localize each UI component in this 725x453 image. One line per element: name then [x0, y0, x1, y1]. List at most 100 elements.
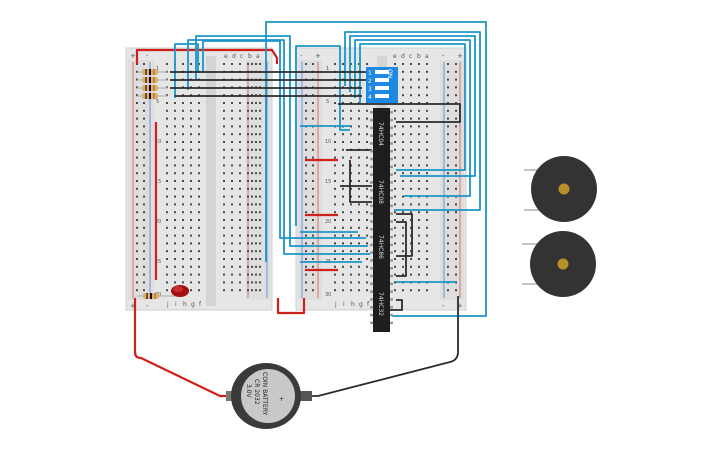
breadboard-hole[interactable] [312, 211, 314, 214]
breadboard-hole[interactable] [182, 250, 184, 253]
breadboard-hole[interactable] [447, 219, 449, 221]
breadboard-hole[interactable] [255, 148, 257, 151]
breadboard-hole[interactable] [143, 226, 145, 229]
breadboard-hole[interactable] [426, 226, 428, 229]
breadboard-hole[interactable] [342, 203, 344, 206]
breadboard-hole[interactable] [247, 281, 249, 284]
breadboard-hole[interactable] [410, 148, 412, 151]
breadboard-hole[interactable] [239, 141, 241, 143]
breadboard-hole[interactable] [251, 133, 253, 136]
breadboard-hole[interactable] [182, 156, 184, 159]
breadboard-hole[interactable] [426, 156, 428, 159]
breadboard-hole[interactable] [198, 187, 200, 190]
breadboard-hole[interactable] [239, 258, 241, 260]
breadboard-hole[interactable] [342, 156, 344, 159]
breadboard-hole[interactable] [447, 273, 449, 276]
breadboard-hole[interactable] [223, 265, 225, 268]
breadboard-hole[interactable] [334, 148, 336, 151]
breadboard-hole[interactable] [402, 125, 404, 128]
breadboard-hole[interactable] [247, 250, 249, 253]
breadboard-hole[interactable] [174, 109, 176, 112]
breadboard-hole[interactable] [174, 258, 176, 260]
breadboard-hole[interactable] [174, 195, 176, 198]
breadboard-hole[interactable] [136, 250, 138, 253]
breadboard-hole[interactable] [418, 203, 420, 206]
dip-toggle-2[interactable] [375, 78, 389, 82]
breadboard-hole[interactable] [418, 133, 420, 136]
breadboard-hole[interactable] [426, 141, 428, 143]
breadboard-hole[interactable] [239, 234, 241, 237]
breadboard-hole[interactable] [358, 219, 360, 221]
breadboard-hole[interactable] [342, 211, 344, 214]
breadboard-hole[interactable] [402, 226, 404, 229]
breadboard-hole[interactable] [410, 180, 412, 182]
breadboard-hole[interactable] [402, 289, 404, 292]
breadboard-hole[interactable] [447, 234, 449, 237]
breadboard-hole[interactable] [251, 203, 253, 206]
breadboard-hole[interactable] [410, 102, 412, 104]
breadboard-hole[interactable] [239, 187, 241, 190]
breadboard-hole[interactable] [366, 211, 368, 214]
breadboard-hole[interactable] [259, 226, 261, 229]
breadboard-hole[interactable] [305, 172, 307, 175]
breadboard-hole[interactable] [174, 250, 176, 253]
breadboard-hole[interactable] [366, 289, 368, 292]
breadboard-hole[interactable] [366, 219, 368, 221]
breadboard-hole[interactable] [312, 289, 314, 292]
breadboard-hole[interactable] [223, 289, 225, 292]
breadboard-hole[interactable] [136, 125, 138, 128]
breadboard-hole[interactable] [426, 164, 428, 167]
breadboard-hole[interactable] [223, 195, 225, 198]
breadboard-hole[interactable] [231, 141, 233, 143]
breadboard-hole[interactable] [350, 156, 352, 159]
breadboard-hole[interactable] [455, 94, 457, 97]
breadboard-hole[interactable] [174, 148, 176, 151]
breadboard-hole[interactable] [239, 211, 241, 214]
breadboard-hole[interactable] [455, 125, 457, 128]
breadboard-hole[interactable] [251, 195, 253, 198]
breadboard-hole[interactable] [334, 156, 336, 159]
breadboard-hole[interactable] [143, 187, 145, 190]
breadboard-hole[interactable] [305, 187, 307, 190]
breadboard-hole[interactable] [182, 219, 184, 221]
breadboard-hole[interactable] [136, 265, 138, 268]
breadboard-hole[interactable] [358, 265, 360, 268]
breadboard-hole[interactable] [402, 242, 404, 245]
breadboard-hole[interactable] [143, 273, 145, 276]
breadboard-hole[interactable] [198, 219, 200, 221]
breadboard-hole[interactable] [418, 211, 420, 214]
breadboard-hole[interactable] [418, 219, 420, 221]
breadboard-hole[interactable] [251, 63, 253, 65]
breadboard-hole[interactable] [447, 203, 449, 206]
breadboard-hole[interactable] [342, 273, 344, 276]
breadboard-hole[interactable] [247, 219, 249, 221]
breadboard-hole[interactable] [410, 117, 412, 120]
breadboard-hole[interactable] [190, 172, 192, 175]
breadboard-hole[interactable] [143, 109, 145, 112]
breadboard-hole[interactable] [190, 109, 192, 112]
breadboard-hole[interactable] [455, 289, 457, 292]
breadboard-hole[interactable] [251, 234, 253, 237]
breadboard-hole[interactable] [143, 219, 145, 221]
breadboard-hole[interactable] [259, 156, 261, 159]
breadboard-hole[interactable] [182, 148, 184, 151]
breadboard-hole[interactable] [259, 141, 261, 143]
breadboard-hole[interactable] [394, 156, 396, 159]
breadboard-hole[interactable] [231, 63, 233, 65]
breadboard-hole[interactable] [239, 226, 241, 229]
breadboard-hole[interactable] [231, 148, 233, 151]
breadboard-hole[interactable] [166, 94, 168, 97]
breadboard-hole[interactable] [143, 250, 145, 253]
breadboard-hole[interactable] [174, 226, 176, 229]
breadboard-hole[interactable] [182, 273, 184, 276]
breadboard-hole[interactable] [223, 148, 225, 151]
breadboard-hole[interactable] [136, 156, 138, 159]
breadboard-hole[interactable] [358, 187, 360, 190]
breadboard-hole[interactable] [223, 156, 225, 159]
breadboard-hole[interactable] [426, 117, 428, 120]
breadboard-hole[interactable] [231, 289, 233, 292]
breadboard-hole[interactable] [350, 211, 352, 214]
breadboard-hole[interactable] [394, 125, 396, 128]
breadboard-hole[interactable] [394, 211, 396, 214]
breadboard-hole[interactable] [251, 242, 253, 245]
